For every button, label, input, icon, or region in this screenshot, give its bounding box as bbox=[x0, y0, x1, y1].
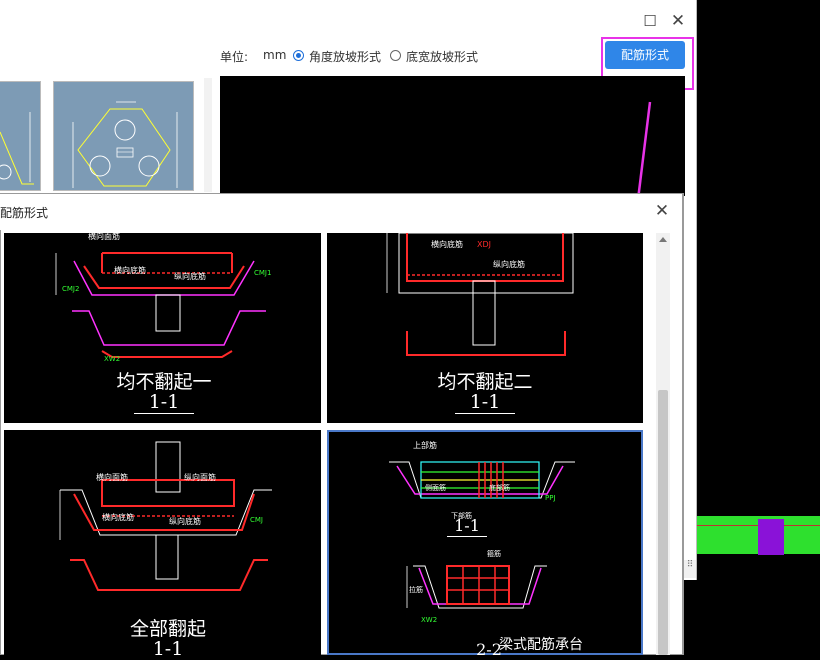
rebar-option-2-drawing: 横向底筋 纵向底筋 XDJ bbox=[386, 233, 574, 356]
preview-canvas bbox=[220, 76, 685, 196]
rebar-option-4-drawing: 上部筋 侧面筋 底部筋 下部筋 PPJ 箍筋 拉筋 XW2 bbox=[389, 440, 575, 624]
thumbnail-scrollbar[interactable] bbox=[204, 78, 212, 192]
rebar-option-1-drawing: 横向面筋 横向底筋 纵向底筋 CMJ2 CMJ1 XW2 bbox=[55, 233, 271, 363]
rebar-form-button[interactable]: 配筋形式 bbox=[605, 41, 685, 69]
unit-value: mm bbox=[263, 48, 287, 62]
rebar-option-4-label: 梁式配筋承台 bbox=[499, 637, 583, 653]
rebar-option-4-section-bottom: 2-2 bbox=[476, 640, 502, 659]
svg-text:XW2: XW2 bbox=[104, 355, 120, 363]
radio-width-slope[interactable] bbox=[390, 50, 401, 61]
svg-text:纵向面筋: 纵向面筋 bbox=[184, 472, 216, 482]
dialog-close-icon[interactable]: ✕ bbox=[654, 201, 670, 221]
svg-text:CMJ2: CMJ2 bbox=[62, 285, 79, 293]
svg-text:上部筋: 上部筋 bbox=[413, 440, 437, 450]
shape-thumbnail-partial[interactable] bbox=[0, 81, 41, 191]
rebar-option-3-label: 全部翻起 bbox=[129, 618, 206, 640]
radio-width-slope-label[interactable]: 底宽放坡形式 bbox=[406, 50, 479, 64]
background-purple-block bbox=[758, 519, 784, 555]
rebar-option-2-section: 1-1 bbox=[455, 391, 515, 414]
rebar-option-3-drawing: 横向面筋 纵向面筋 横向底筋 纵向底筋 CMJ bbox=[59, 441, 272, 591]
dialog-scrollbar-thumb[interactable] bbox=[658, 390, 668, 655]
svg-text:底部筋: 底部筋 bbox=[489, 483, 510, 492]
maximize-icon[interactable]: ☐ bbox=[643, 12, 657, 30]
svg-text:XW2: XW2 bbox=[421, 616, 437, 624]
svg-text:拉筋: 拉筋 bbox=[409, 585, 423, 594]
dialog-title: 配筋形式 bbox=[0, 206, 49, 220]
rebar-option-1[interactable]: 横向面筋 横向底筋 纵向底筋 CMJ2 CMJ1 XW2 均不翻起一 1-1 bbox=[4, 233, 321, 423]
svg-text:纵向底筋: 纵向底筋 bbox=[493, 259, 525, 269]
shape-thumbnail-triangle[interactable] bbox=[53, 81, 194, 191]
svg-text:横向面筋: 横向面筋 bbox=[88, 233, 120, 241]
rebar-option-1-label: 均不翻起一 bbox=[116, 371, 212, 393]
resize-grip[interactable]: ⠿ bbox=[684, 560, 696, 578]
shape-thumbnail-partial-drawing bbox=[0, 112, 34, 185]
rebar-option-4-selected[interactable]: 上部筋 侧面筋 底部筋 下部筋 PPJ 箍筋 拉筋 XW2 1-1 2-2 梁式… bbox=[327, 430, 643, 659]
svg-text:PPJ: PPJ bbox=[545, 494, 556, 502]
svg-text:纵向底筋: 纵向底筋 bbox=[174, 271, 206, 281]
radio-angle-slope[interactable] bbox=[293, 50, 304, 61]
svg-text:CMJ: CMJ bbox=[250, 516, 263, 524]
rebar-option-3[interactable]: 横向面筋 纵向面筋 横向底筋 纵向底筋 CMJ 全部翻起 1-1 bbox=[4, 430, 321, 660]
svg-text:CMJ1: CMJ1 bbox=[254, 269, 271, 277]
svg-text:横向面筋: 横向面筋 bbox=[96, 472, 128, 482]
svg-text:下部筋: 下部筋 bbox=[451, 511, 472, 520]
svg-text:横向底筋: 横向底筋 bbox=[102, 512, 134, 522]
svg-text:XDJ: XDJ bbox=[477, 240, 491, 249]
radio-angle-slope-label[interactable]: 角度放坡形式 bbox=[309, 50, 382, 64]
dialog-titlebar[interactable] bbox=[0, 194, 682, 230]
svg-text:横向底筋: 横向底筋 bbox=[114, 265, 146, 275]
svg-text:箍筋: 箍筋 bbox=[487, 549, 501, 558]
rebar-option-1-section: 1-1 bbox=[134, 391, 194, 414]
svg-text:侧面筋: 侧面筋 bbox=[425, 483, 446, 492]
chevron-up-icon[interactable] bbox=[659, 237, 667, 242]
svg-text:横向底筋: 横向底筋 bbox=[431, 239, 463, 249]
unit-label: 单位: bbox=[220, 50, 249, 64]
triangle-cap-drawing bbox=[72, 101, 178, 188]
svg-text:纵向底筋: 纵向底筋 bbox=[169, 516, 201, 526]
close-icon[interactable]: ✕ bbox=[670, 11, 686, 31]
rebar-option-2[interactable]: 横向底筋 纵向底筋 XDJ 均不翻起二 1-1 bbox=[327, 233, 643, 423]
rebar-option-2-label: 均不翻起二 bbox=[437, 371, 533, 393]
rebar-option-4-section-top: 1-1 bbox=[447, 516, 487, 537]
rebar-option-3-section: 1-1 bbox=[152, 638, 184, 660]
